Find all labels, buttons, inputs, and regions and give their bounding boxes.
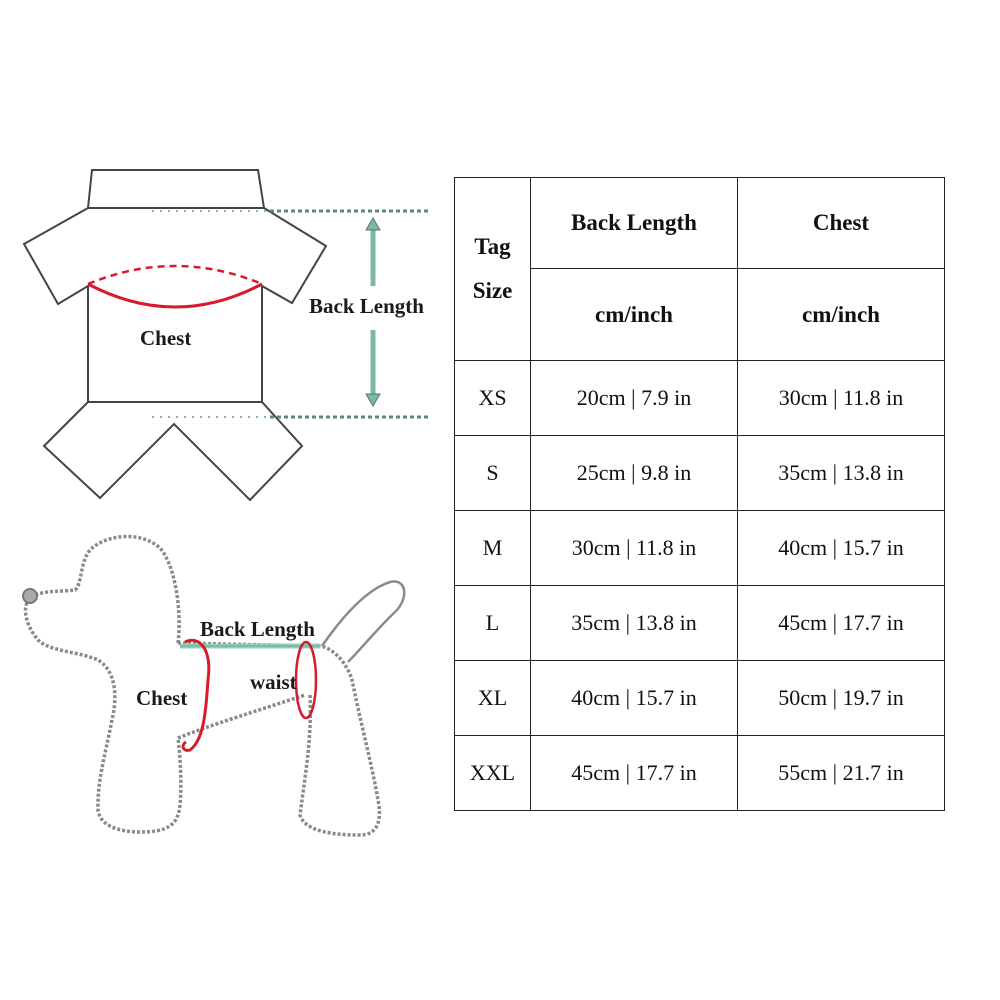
back-length-cell: 40cm | 15.7 in <box>530 660 738 736</box>
garment-diagram: Chest Back Length <box>0 150 450 520</box>
size-cell: L <box>454 585 531 661</box>
size-cell: XXL <box>454 735 531 811</box>
back-length-unit: cm/inch <box>530 268 738 361</box>
garment-outline-icon <box>22 169 430 502</box>
table-row: XL 40cm | 15.7 in 50cm | 19.7 in <box>454 660 945 736</box>
chest-cell: 40cm | 15.7 in <box>737 510 945 586</box>
chest-cell: 45cm | 17.7 in <box>737 585 945 661</box>
dog-diagram: Back Length Chest waist <box>0 520 450 870</box>
size-cell: S <box>454 435 531 511</box>
tag-size-line2: Size <box>472 278 513 303</box>
table-row: S 25cm | 9.8 in 35cm | 13.8 in <box>454 435 945 511</box>
tag-size-header: Tag Size <box>454 177 531 361</box>
size-cell: XS <box>454 360 531 436</box>
garment-back-length-label: Back Length <box>309 294 424 318</box>
back-length-cell: 25cm | 9.8 in <box>530 435 738 511</box>
size-chart-table: Tag Size Back Length Chest cm/inch cm/in… <box>454 177 945 811</box>
size-cell: XL <box>454 660 531 736</box>
table-header-row: Tag Size Back Length Chest <box>454 177 945 361</box>
dog-chest-label: Chest <box>136 686 188 710</box>
chest-unit: cm/inch <box>737 268 945 361</box>
table-row: XXL 45cm | 17.7 in 55cm | 21.7 in <box>454 735 945 811</box>
tag-size-line1: Tag <box>474 234 511 259</box>
table-unit-row: cm/inch cm/inch <box>455 268 945 361</box>
chest-cell: 50cm | 19.7 in <box>737 660 945 736</box>
chest-header: Chest <box>737 177 945 269</box>
chest-cell: 30cm | 11.8 in <box>737 360 945 436</box>
table-row: XS 20cm | 7.9 in 30cm | 11.8 in <box>454 360 945 436</box>
table-row: M 30cm | 11.8 in 40cm | 15.7 in <box>454 510 945 586</box>
back-length-cell: 30cm | 11.8 in <box>530 510 738 586</box>
dog-outline-icon <box>22 534 406 837</box>
back-length-header: Back Length <box>530 177 738 269</box>
dog-back-length-label: Back Length <box>200 617 315 641</box>
back-length-cell: 45cm | 17.7 in <box>530 735 738 811</box>
size-cell: M <box>454 510 531 586</box>
chest-cell: 55cm | 21.7 in <box>737 735 945 811</box>
back-length-cell: 20cm | 7.9 in <box>530 360 738 436</box>
chest-cell: 35cm | 13.8 in <box>737 435 945 511</box>
garment-chest-label: Chest <box>140 326 192 350</box>
dog-waist-label: waist <box>250 670 297 694</box>
table-row: L 35cm | 13.8 in 45cm | 17.7 in <box>454 585 945 661</box>
back-length-cell: 35cm | 13.8 in <box>530 585 738 661</box>
